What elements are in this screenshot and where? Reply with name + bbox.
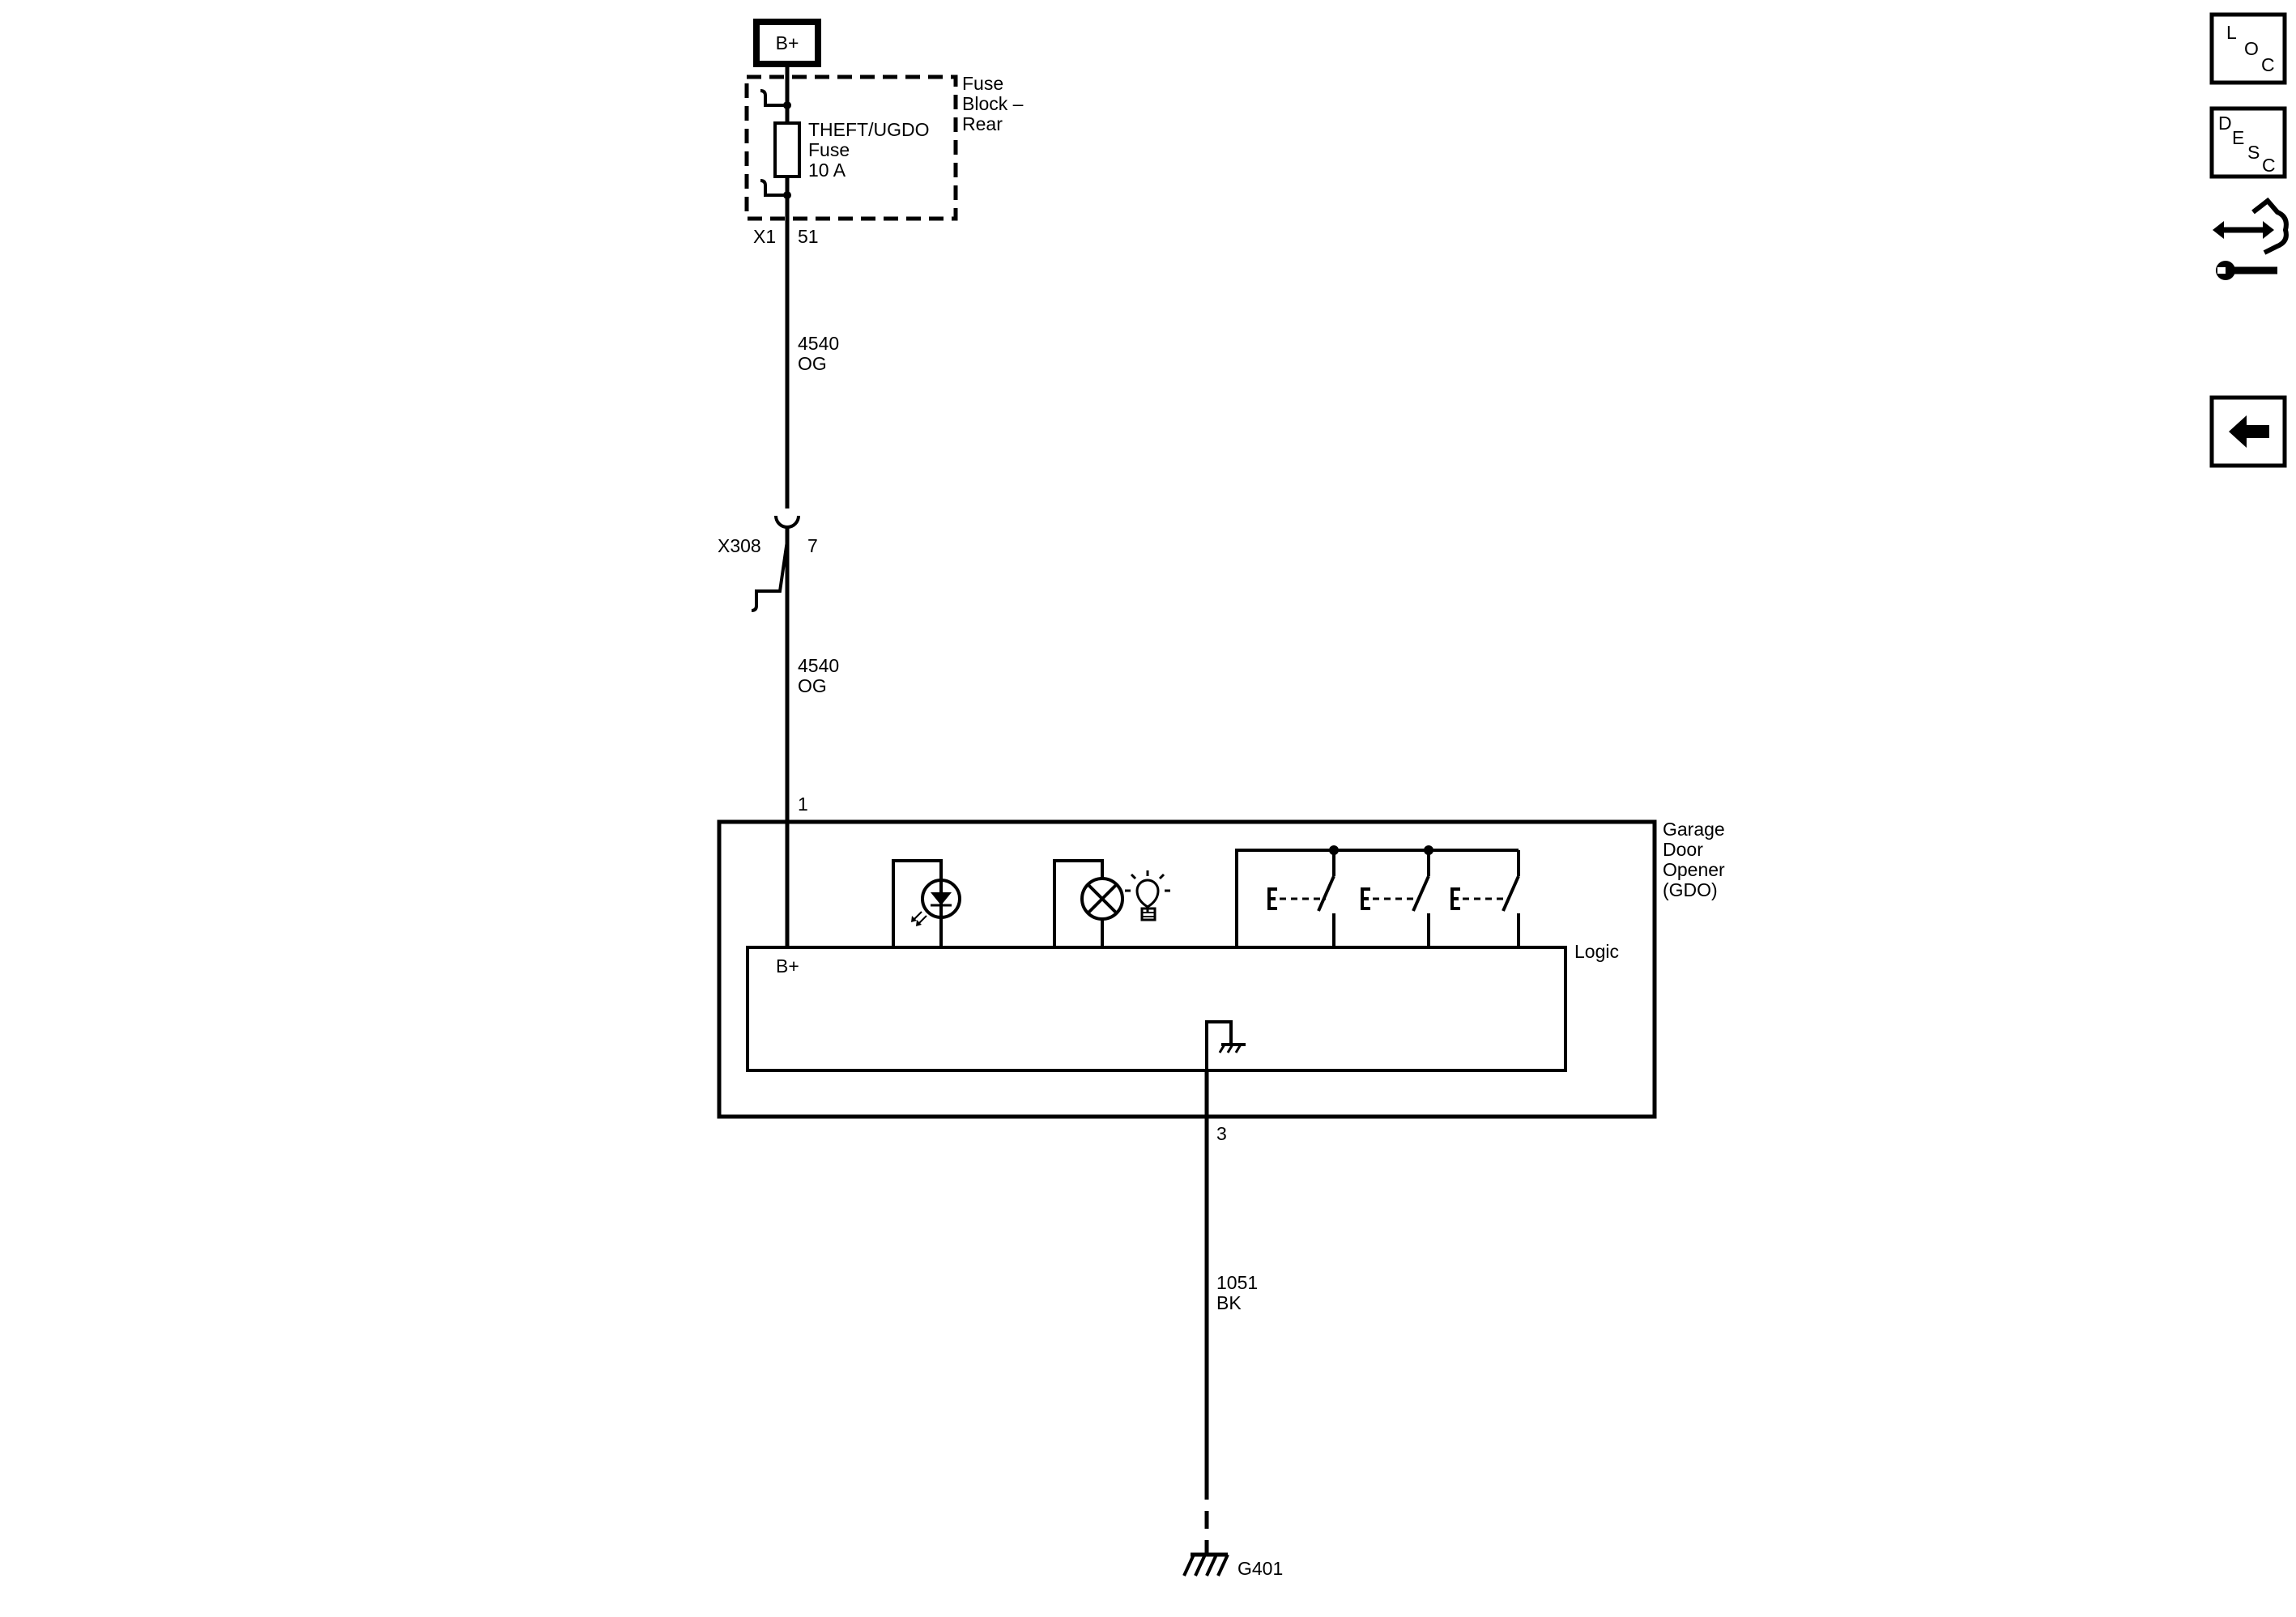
fuse-label: THEFT/UGDO Fuse 10 A xyxy=(808,119,935,181)
x1-pin-label: 51 xyxy=(798,226,819,247)
gdo-ground-pin-label: 3 xyxy=(1216,1123,1227,1144)
wire-upper-label: 4540 OG xyxy=(798,333,845,374)
connector-repair-icon[interactable] xyxy=(2213,197,2289,280)
gdo-power-pin-label: 1 xyxy=(798,794,808,815)
desc-letter-e: E xyxy=(2232,127,2244,148)
internal-ground-icon xyxy=(1205,1020,1246,1070)
ground-label: G401 xyxy=(1237,1558,1283,1579)
back-button[interactable] xyxy=(2209,395,2287,468)
chassis-ground-icon xyxy=(1182,1552,1229,1577)
gdo-module xyxy=(717,819,1657,1119)
fuse-symbol xyxy=(773,121,801,178)
x308-connector-label: X308 xyxy=(718,535,761,556)
logic-power-label: B+ xyxy=(776,955,799,977)
desc-button[interactable]: D E S C xyxy=(2209,106,2287,179)
loc-letter-c: C xyxy=(2261,54,2275,75)
gdo-module-name: Garage Door Opener (GDO) xyxy=(1663,819,1730,900)
lamp-indicator-icon xyxy=(1053,859,1124,947)
power-source: B+ xyxy=(753,19,821,67)
fuse-block: Fuse Block – Rear xyxy=(744,73,1029,221)
desc-letter-c: C xyxy=(2262,155,2276,176)
inline-connector-x308 xyxy=(751,515,800,612)
wire-ground-label: 1051 BK xyxy=(1216,1272,1263,1313)
desc-letter-d: D xyxy=(2218,113,2232,134)
transmitter-switch-1 xyxy=(1235,849,1335,947)
transmitter-switch-2 xyxy=(1334,849,1430,947)
x308-pin-label: 7 xyxy=(807,535,818,556)
loc-letter-l: L xyxy=(2226,22,2237,43)
logic-label: Logic xyxy=(1574,941,1619,962)
power-source-label: B+ xyxy=(776,32,799,53)
wire-middle-label: 4540 OG xyxy=(798,655,845,696)
desc-letter-s: S xyxy=(2247,142,2260,163)
transmitter-switch-3 xyxy=(1429,849,1520,947)
loc-letter-o: O xyxy=(2244,38,2259,59)
logic-block xyxy=(746,946,1567,1072)
busbar-hook-upper xyxy=(760,89,787,107)
led-indicator-icon xyxy=(892,859,961,947)
busbar-hook-lower xyxy=(760,179,787,197)
back-arrow-icon xyxy=(2229,415,2269,448)
x1-connector-label: X1 xyxy=(753,226,776,247)
loc-button[interactable]: L O C xyxy=(2209,12,2287,85)
light-bulb-icon xyxy=(1125,870,1170,921)
fuse-block-name: Fuse Block – Rear xyxy=(962,73,1029,134)
